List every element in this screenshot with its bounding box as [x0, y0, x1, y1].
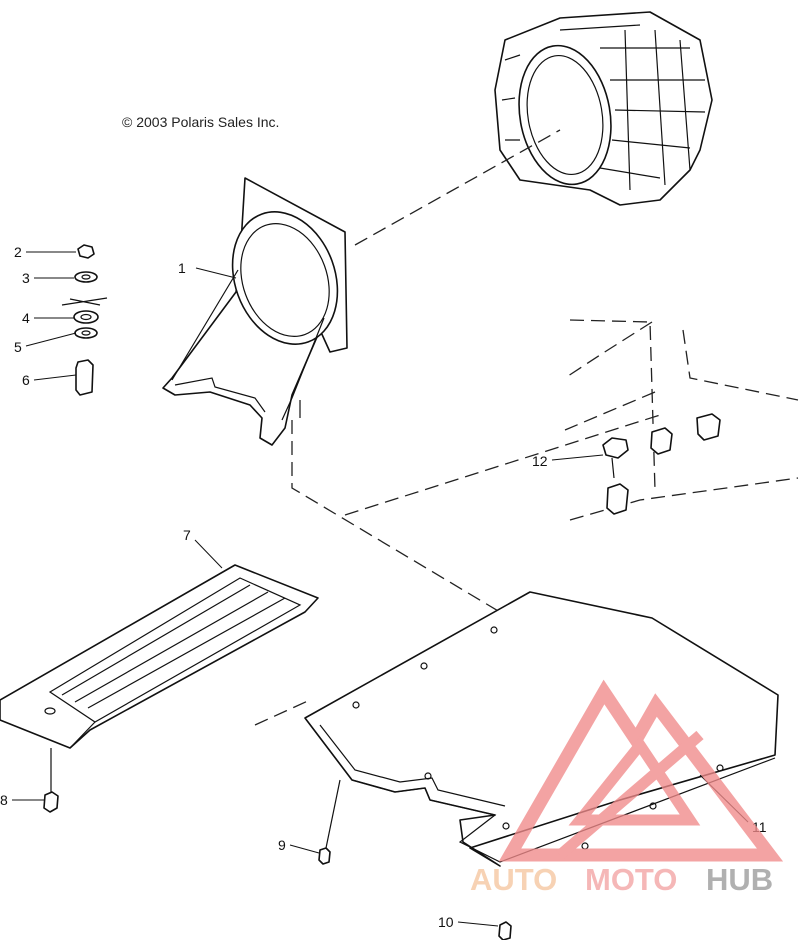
callout-12: 12: [532, 453, 548, 469]
lock-washer: [73, 310, 99, 324]
bolt: [75, 359, 94, 396]
callout-4: 4: [22, 310, 30, 326]
washer: [74, 327, 98, 339]
screw-8: [43, 791, 59, 813]
callout-6: 6: [22, 372, 30, 388]
watermark-triangle-icon: [498, 679, 784, 862]
screw-9: [318, 847, 331, 865]
callout-9: 9: [278, 837, 286, 853]
callout-3: 3: [22, 270, 30, 286]
callout-1: 1: [178, 260, 186, 276]
copyright-text: © 2003 Polaris Sales Inc.: [122, 114, 279, 130]
watermark-logo: AUTO MOTO HUB: [470, 679, 784, 897]
grommet: [602, 413, 721, 515]
hardware-stack: [61, 244, 108, 396]
flat-washer: [74, 271, 98, 283]
assembly-lines: [254, 129, 799, 831]
callout-7: 7: [183, 527, 191, 543]
callouts: 1 2 3 4 5 6 7 8 9 10 11 12: [0, 244, 767, 930]
callout-10: 10: [438, 914, 454, 930]
callout-2: 2: [14, 244, 22, 260]
skid-plate: [304, 591, 779, 867]
intake-bracket: [162, 177, 348, 446]
watermark-moto: MOTO: [585, 862, 677, 897]
watermark-auto: AUTO: [470, 862, 557, 897]
ride-plate: [0, 564, 319, 749]
callout-5: 5: [14, 339, 22, 355]
nut: [77, 244, 95, 259]
pump-housing: [494, 11, 713, 206]
watermark-hub: HUB: [706, 862, 773, 897]
screws: [43, 748, 512, 940]
callout-8: 8: [0, 792, 8, 808]
lock-washer-top: [61, 297, 108, 306]
screw-10: [498, 921, 512, 940]
